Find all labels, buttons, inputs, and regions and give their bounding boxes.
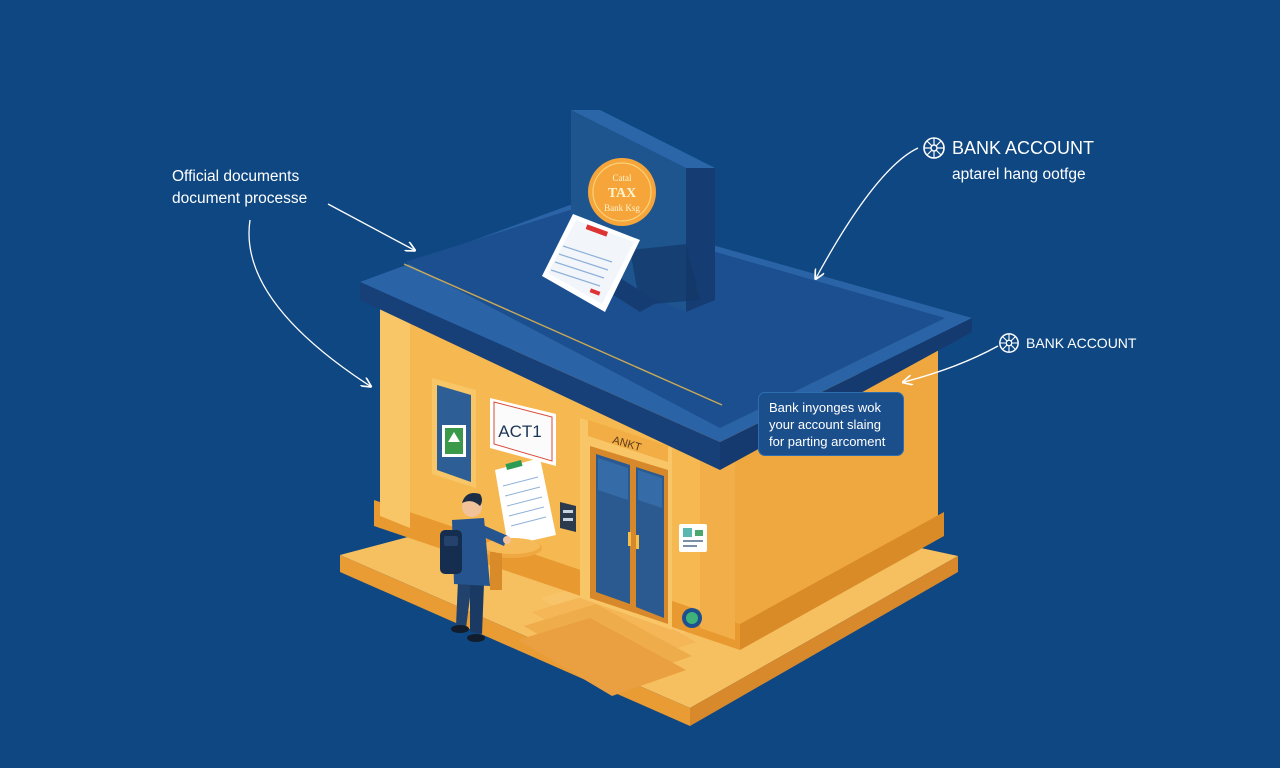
window-sign-text: ACT1: [498, 422, 541, 441]
atm-panel: [560, 502, 576, 532]
arrow-documents-wall: [248, 219, 370, 386]
window-sign: ACT1: [490, 398, 556, 466]
arrow-bank-roof: [816, 147, 919, 278]
front-steps: [518, 578, 700, 696]
bank-account-subtitle: aptarel hang ootfge: [952, 166, 1086, 183]
wall-badges: [679, 524, 707, 628]
door: ANKT: [580, 418, 672, 630]
documents-callout: Official documents document processe: [172, 166, 307, 210]
counter-document: [495, 458, 556, 546]
roof: [360, 205, 972, 470]
arrow-bank-wall: [904, 345, 999, 382]
bank-emblem-icon: [998, 332, 1020, 354]
tax-sign-line1: Catal: [613, 173, 632, 183]
bank-account-title-top: BANK ACCOUNT: [952, 138, 1095, 158]
bank-account-callout-top: BANK ACCOUNT aptarel hang ootfge: [922, 136, 1094, 187]
bank-emblem-icon: [922, 136, 946, 160]
info-callout-box: Bank inyonges wok your account slaing fo…: [758, 392, 904, 456]
info-callout-line3: for parting arcoment: [769, 434, 886, 449]
rooftop-tower: [571, 110, 715, 312]
documents-callout-line1: Official documents: [172, 168, 300, 185]
callout-arrows: [248, 147, 999, 386]
arrow-documents: [327, 203, 414, 250]
info-callout-line2: your account slaing: [769, 417, 882, 432]
bank-account-title-side: BANK ACCOUNT: [1026, 335, 1137, 351]
bank-account-callout-side: BANK ACCOUNT: [998, 332, 1136, 354]
tax-sign-line2: TAX: [608, 186, 637, 201]
tax-sign-line3: Bank Ksg: [604, 203, 640, 213]
rooftop-document: [542, 214, 658, 312]
documents-callout-line2: document processe: [172, 190, 308, 207]
rooftop-tax-sign: Catal TAX Bank Ksg: [588, 158, 656, 226]
info-callout-line1: Bank inyonges wok: [769, 400, 882, 415]
person-figure: [440, 493, 511, 642]
left-window: [432, 378, 476, 488]
